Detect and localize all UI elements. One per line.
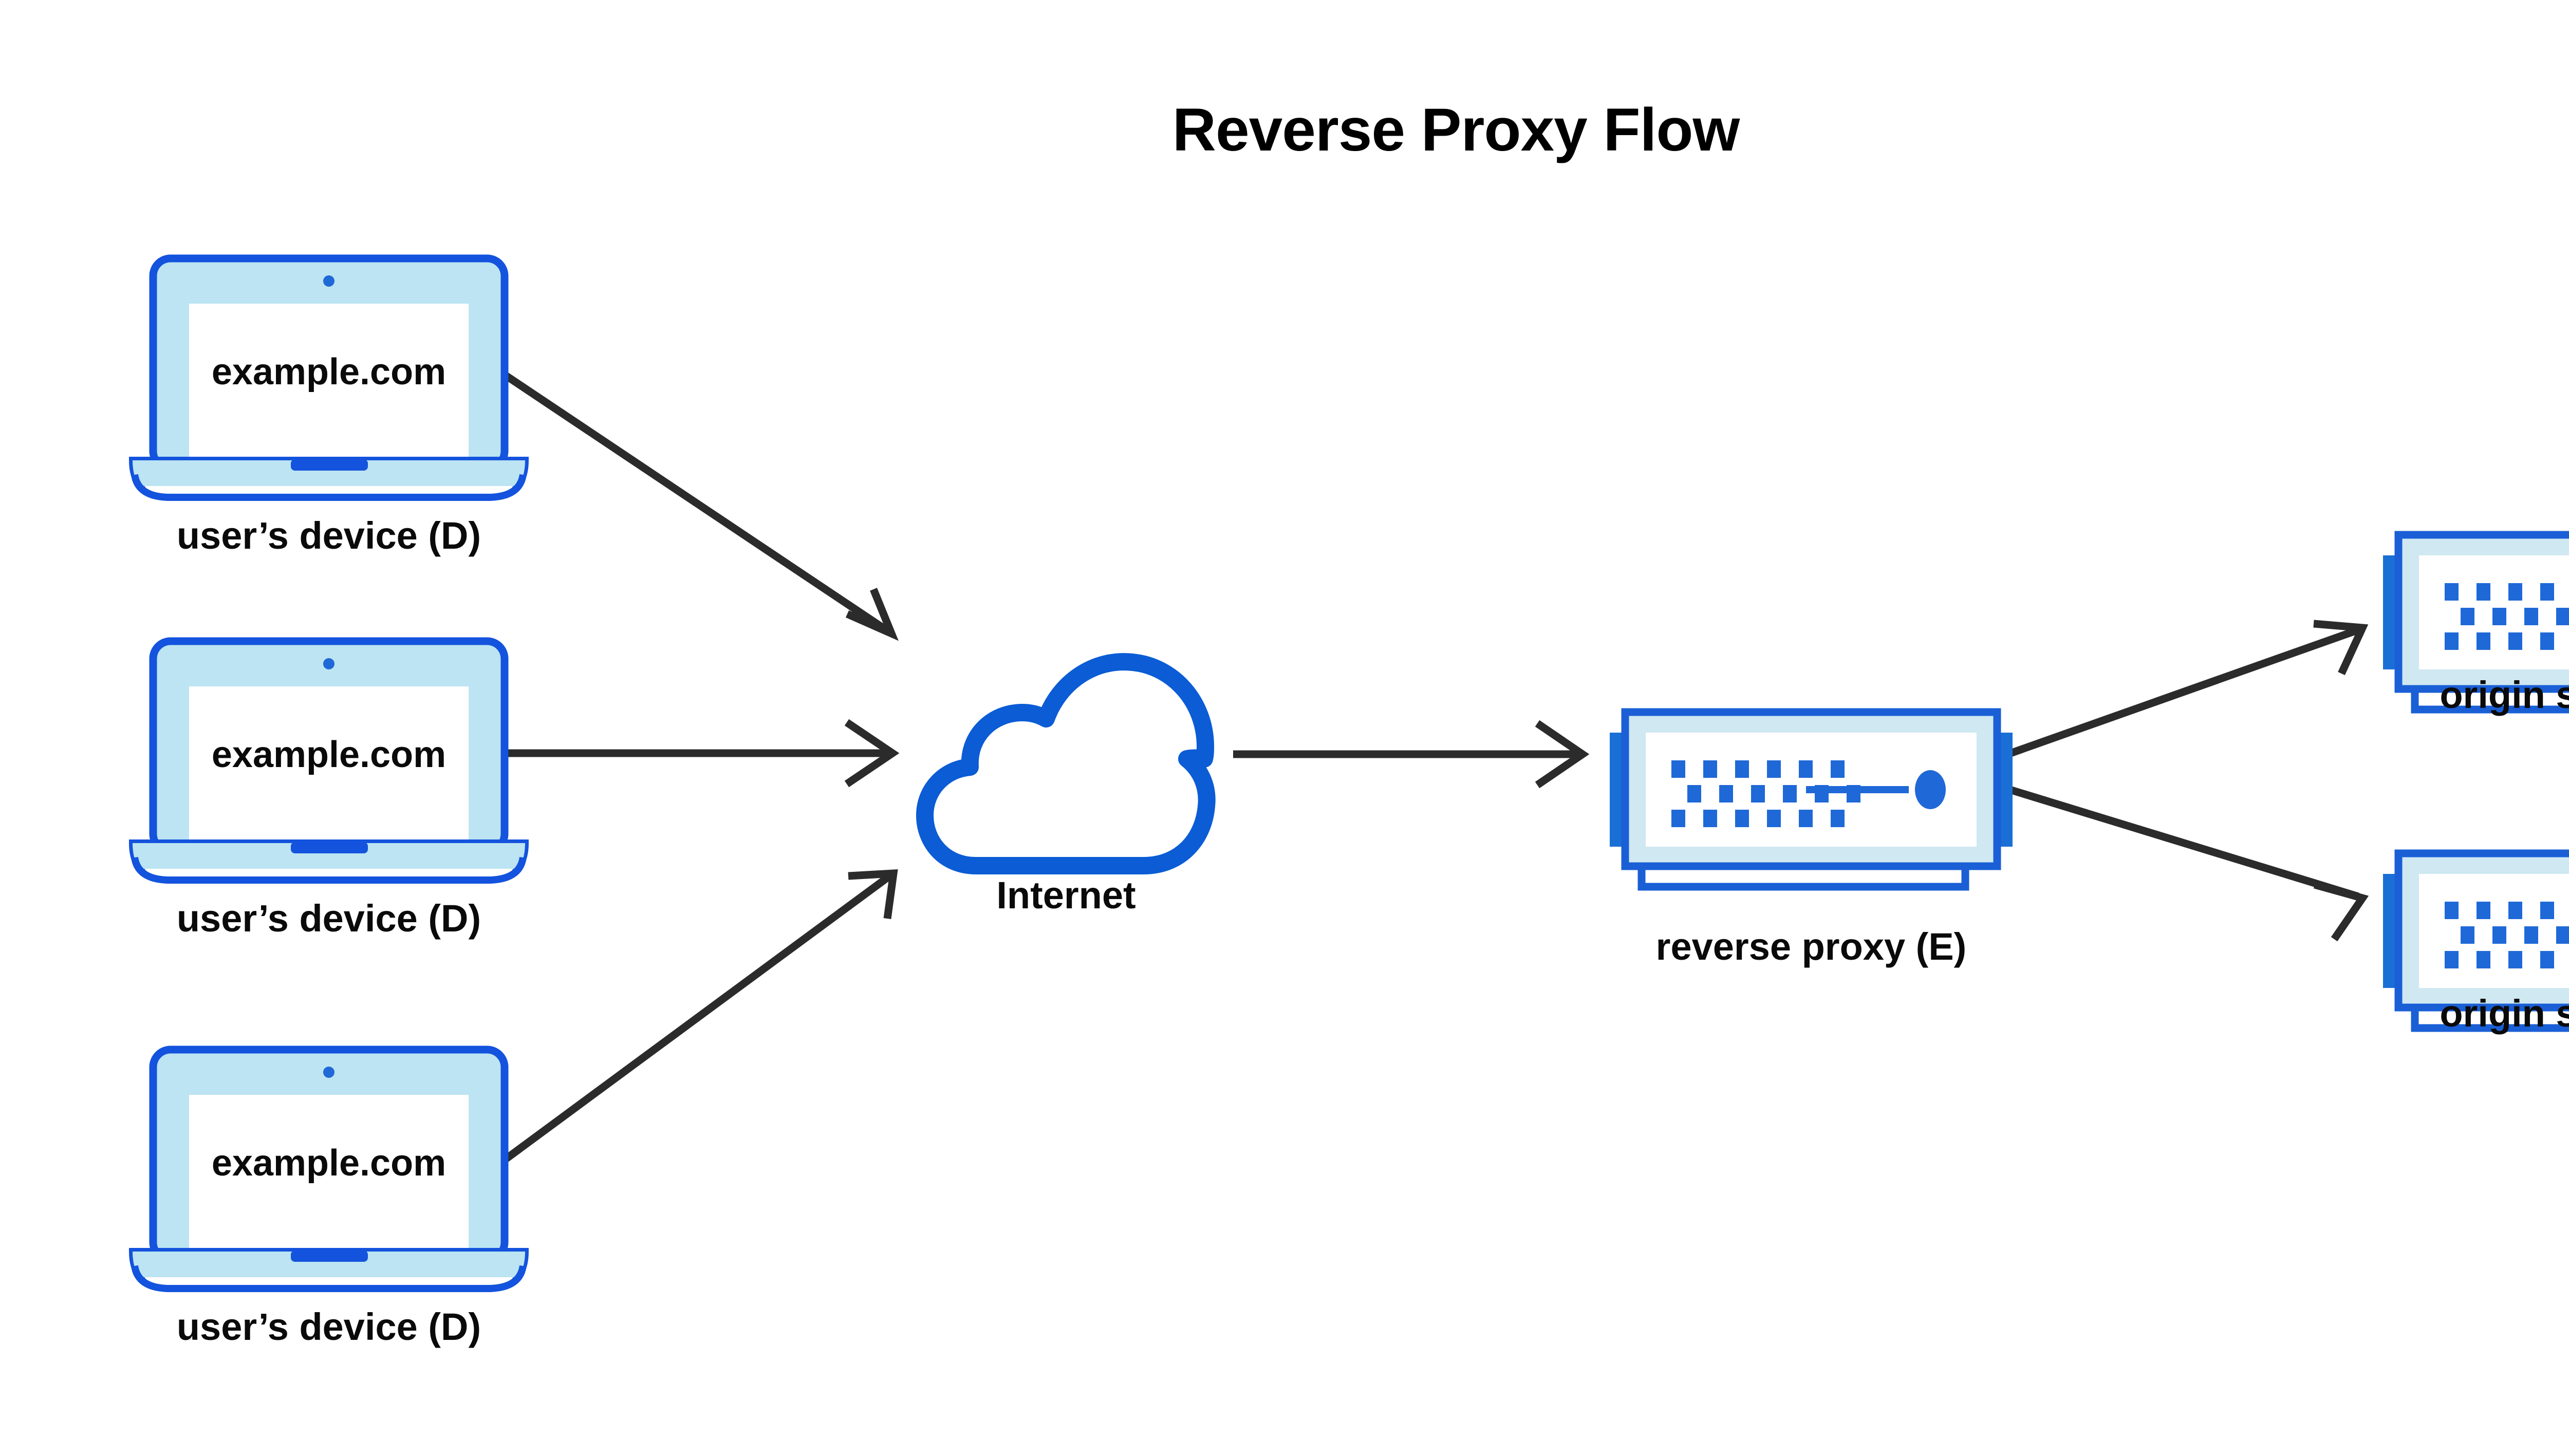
cloud-icon <box>916 653 1216 874</box>
edge-client2-internet <box>501 719 900 788</box>
client-device-3[interactable]: example.com <box>149 1046 509 1264</box>
laptop-base-icon <box>128 839 529 884</box>
page-title: Reverse Proxy Flow <box>1172 96 1740 164</box>
client-label-3: user’s device (D) <box>176 1305 481 1348</box>
laptop-icon <box>149 254 509 473</box>
edge-client3-internet <box>495 869 898 1169</box>
server-icon <box>2383 531 2569 714</box>
server-icon <box>2383 849 2569 1032</box>
reverse-proxy-node[interactable] <box>1606 704 2017 894</box>
client-device-1[interactable]: example.com <box>149 254 509 473</box>
server-icon <box>1610 708 2013 891</box>
origin-server-node-1[interactable] <box>2379 527 2569 717</box>
client-label-1: user’s device (D) <box>176 514 481 557</box>
edge-client1-internet <box>501 370 899 641</box>
edge-proxy-origin2 <box>2003 784 2369 942</box>
internet-label: Internet <box>996 874 1136 917</box>
client-label-2: user’s device (D) <box>176 897 481 940</box>
reverse-proxy-label: reverse proxy (E) <box>1655 925 1967 968</box>
origin-server-label-2: origin server (F) <box>2440 992 2569 1035</box>
laptop-base-1 <box>127 456 530 502</box>
edge-internet-proxy <box>1233 720 1590 789</box>
edge-proxy-origin1 <box>2003 620 2369 759</box>
internet-node[interactable] <box>915 650 1218 879</box>
laptop-base-2 <box>127 839 530 885</box>
client-screen-text-2: example.com <box>211 734 446 775</box>
client-screen-text-3: example.com <box>211 1143 446 1184</box>
laptop-base-icon <box>128 457 529 501</box>
origin-server-label-1: origin server (F) <box>2440 674 2569 716</box>
laptop-icon <box>149 637 509 855</box>
client-device-2[interactable]: example.com <box>149 637 509 855</box>
laptop-base-3 <box>127 1247 530 1294</box>
client-screen-text-1: example.com <box>211 351 446 393</box>
laptop-base-icon <box>128 1248 529 1292</box>
origin-server-node-2[interactable] <box>2379 845 2569 1035</box>
